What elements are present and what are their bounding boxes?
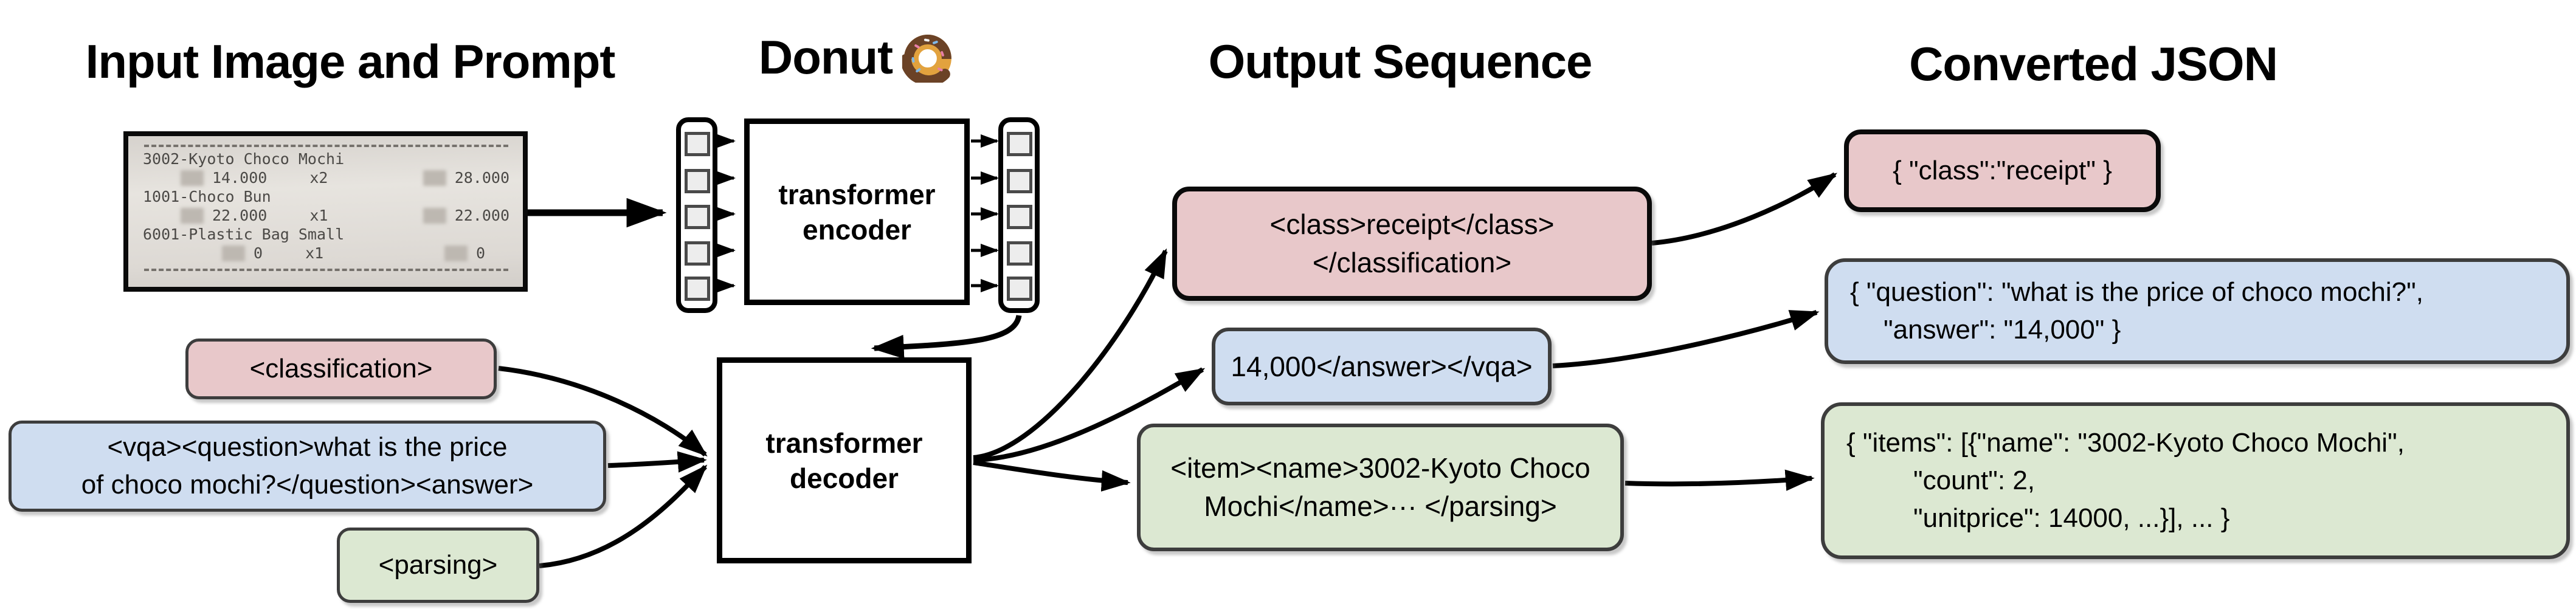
header-donut-label: Donut [758,30,893,84]
output-classification-box: <class>receipt</class> </classification> [1172,187,1652,301]
feature-square [1007,169,1032,193]
receipt-qty: x1 [309,207,328,224]
receipt-price-line: 14.000 x2 28.000 [143,168,509,187]
arrow-encoder-to-decoder [871,314,1022,359]
output-vqa-text: 14,000</answer></vqa> [1231,350,1533,382]
receipt-price-line: 22.000 x1 22.000 [143,206,509,225]
redaction-block [444,245,468,261]
encoder-box: transformer encoder [744,119,970,305]
arrows-outputs-to-json [1552,172,1838,491]
redaction-block [222,245,245,261]
encoder-label-line1: transformer [778,178,936,210]
arrows-encoder-to-features [971,134,999,292]
donut-sprinkles [911,38,945,73]
json-classification-text: { "class":"receipt" } [1893,156,2112,185]
json-parsing-line1: { "items": [{"name": "3002-Kyoto Choco M… [1846,428,2405,458]
decoder-label-line1: transformer [765,427,923,459]
json-parsing-line2: "count": 2, [1913,466,2036,495]
receipt-total: 28.000 [454,169,509,187]
header-converted-json: Converted JSON [1909,37,2278,91]
receipt-total: 22.000 [454,207,509,224]
receipt-qty: x1 [305,244,324,262]
json-classification-box: { "class":"receipt" } [1844,129,2161,212]
receipt-price-line: 0 x1 0 [143,244,509,263]
patch-square [685,132,710,156]
receipt-item-line: 6001-Plastic Bag Small [143,225,345,243]
decoder-label-line2: decoder [790,462,899,494]
redaction-block [423,207,446,224]
receipt-total: 0 [475,244,485,262]
feature-square [1007,277,1032,301]
receipt-unit-price: 0 [254,244,263,262]
json-parsing-box: { "items": [{"name": "3002-Kyoto Choco M… [1821,402,2570,559]
json-parsing-line3: "unitprice": 14000, ...}], ... } [1913,503,2230,533]
receipt-qty: x2 [309,169,328,187]
json-vqa-line2: "answer": "14,000" } [1884,315,2121,345]
output-parsing-box: <item><name>3002-Kyoto Choco Mochi</name… [1137,424,1624,551]
output-classification-line1: <class>receipt</class> [1269,208,1555,240]
output-vqa-box: 14,000</answer></vqa> [1212,328,1552,405]
encoder-label-line2: encoder [803,213,911,246]
redaction-block [181,207,204,224]
output-classification-line2: </classification> [1312,247,1512,278]
receipt-item-line: 1001-Choco Bun [143,188,271,205]
prompt-vqa-line1: <vqa><question>what is the price [107,432,508,462]
feature-strip [998,117,1040,313]
output-parsing-line2: Mochi</name>··· </parsing> [1204,490,1557,522]
receipt-item-line: 3002-Kyoto Choco Mochi [143,150,345,168]
receipt-unit-price: 22.000 [212,207,268,224]
receipt-dashed-rule-bottom [144,269,508,271]
patch-square [685,169,710,193]
patch-square [685,277,710,301]
receipt-dashed-rule-top [144,145,508,147]
prompt-parsing-box: <parsing> [337,528,539,603]
patch-square [685,241,710,266]
arrows-prompts-to-decoder [498,366,708,568]
prompt-classification-box: <classification> [185,339,497,399]
json-vqa-box: { "question": "what is the price of choc… [1825,258,2570,364]
redaction-block [181,170,204,186]
header-donut: Donut [759,32,953,83]
json-vqa-line1: { "question": "what is the price of choc… [1850,277,2423,307]
donut-icon [902,34,952,83]
prompt-parsing-text: <parsing> [378,550,498,580]
prompt-classification-text: <classification> [249,354,433,383]
receipt-unit-price: 14.000 [212,169,268,187]
input-patch-strip [676,117,717,313]
redaction-block [423,170,446,186]
decoder-box: transformer decoder [717,357,972,563]
feature-square [1007,205,1032,229]
receipt-image: 3002-Kyoto Choco Mochi 14.000 x2 28.000 1… [123,131,528,292]
header-input-image-and-prompt: Input Image and Prompt [85,35,616,88]
output-parsing-line1: <item><name>3002-Kyoto Choco [1170,452,1590,484]
prompt-vqa-box: <vqa><question>what is the price of choc… [9,421,606,512]
feature-square [1007,241,1032,266]
prompt-vqa-line2: of choco mochi?</question><answer> [81,470,534,500]
feature-square [1007,132,1032,156]
patch-square [685,205,710,229]
arrows-decoder-to-outputs [973,248,1206,492]
header-output-sequence: Output Sequence [1208,35,1593,88]
